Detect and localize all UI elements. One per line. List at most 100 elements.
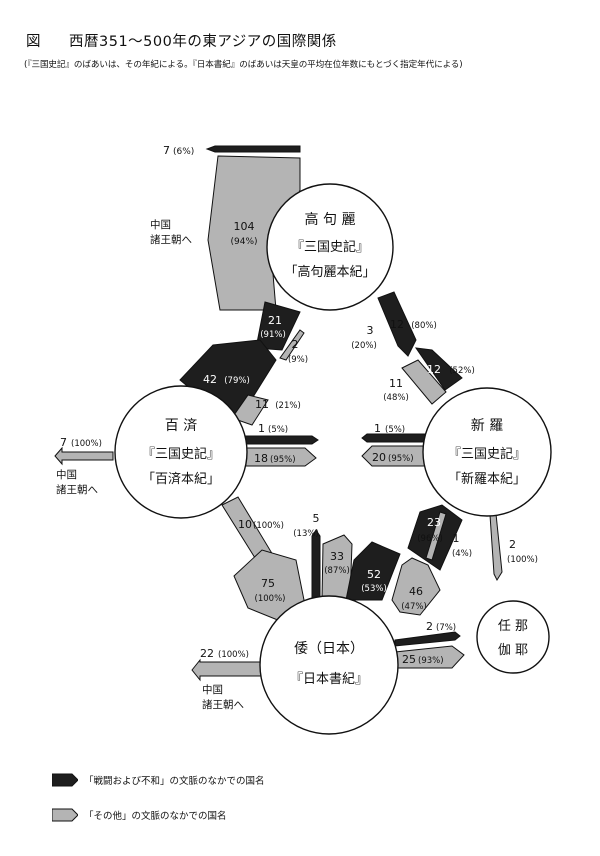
node-goguryeo-line2: 「高句麗本紀」 [284, 264, 375, 280]
flow-silla-wa-other [425, 511, 447, 561]
flow-baek-silla-other-value: 18 [254, 452, 268, 465]
legend-other-swatch [52, 808, 78, 822]
flow-gog-china-war [205, 145, 301, 153]
flow-baek-gog-other-value: 11 [255, 398, 269, 411]
flow-silla-baek-other-pct: (95%) [388, 454, 414, 464]
node-wa-name: 倭（日本） [294, 641, 364, 657]
flow-silla-mimana-other [489, 513, 503, 582]
node-baekje-name: 百 済 [165, 418, 197, 434]
flow-silla-wa-other-pct: (4%) [452, 549, 472, 559]
flow-gog-baek-other [279, 329, 305, 361]
flow-silla-gog-war [414, 347, 463, 391]
node-wa-line1: 『日本書紀』 [290, 672, 368, 687]
figure-note: (『三国史記』のばあいは、その年紀による。『日本書紀』のばあいは天皇の平均在位年… [24, 60, 463, 70]
flow-gog-baek-other-value: 2 [292, 338, 299, 351]
china-label-wa-line2: 諸王朝へ [202, 698, 244, 711]
legend-war-swatch [52, 773, 78, 787]
flow-baek-wa-other-value: 10 [238, 518, 252, 531]
legend-other-label: 「その他」の文脈のなかでの国名 [84, 811, 227, 822]
node-silla-name: 新 羅 [471, 418, 503, 434]
node-goguryeo-line1: 『三国史記』 [291, 239, 369, 255]
node-baekje-circle [114, 385, 248, 519]
flow-baek-silla-war-pct: (5%) [268, 425, 288, 435]
china-label-gog-line2: 諸王朝へ [150, 233, 192, 246]
flow-wa-silla-war-pct: (53%) [361, 584, 387, 594]
flow-silla-gog-other-pct: (48%) [383, 393, 409, 403]
flow-gog-silla-war-pct: (80%) [411, 321, 437, 331]
flow-baek-china-other-pct: (100%) [71, 439, 102, 449]
flow-gog-china-other [207, 155, 301, 311]
flow-silla-baek-other-value: 20 [372, 451, 386, 464]
china-label-baek-line1: 中国 [56, 468, 77, 481]
flow-gog-silla-other-pct: (20%) [351, 341, 377, 351]
legend-other: 「その他」の文脈のなかでの国名 [52, 808, 227, 822]
flow-wa-china-other [191, 658, 263, 682]
flow-silla-wa-war-pct: (96%) [417, 534, 443, 544]
flow-wa-silla-other-pct: (47%) [401, 602, 427, 612]
flow-gog-baek-war [255, 301, 301, 351]
node-mimana-line2: 伽 耶 [498, 643, 528, 658]
flow-silla-mimana-other-value: 2 [509, 538, 516, 551]
node-baekje-line1: 『三国史記』 [142, 446, 220, 462]
figure-title: 図 西暦351～500年の東アジアの国際関係 [26, 30, 337, 51]
flow-wa-mimana-other-value: 25 [402, 653, 416, 666]
node-silla-line2: 「新羅本紀」 [448, 471, 526, 487]
flow-gog-baek-other-pct: (9%) [288, 355, 308, 365]
flow-silla-mimana-other-pct: (100%) [507, 555, 538, 565]
node-wa-circle [259, 595, 399, 735]
flow-silla-baek-war [361, 433, 426, 443]
china-label-gog-line1: 中国 [150, 218, 171, 231]
flow-gog-baek-war-pct: (91%) [260, 330, 286, 340]
flow-wa-baek-other2-pct: (100%) [255, 594, 286, 604]
flow-baek-china-other [54, 446, 114, 466]
flow-silla-gog-war-pct: (52%) [449, 366, 475, 376]
china-label-baek-line2: 諸王朝へ [56, 483, 98, 496]
flow-baek-china-other-value: 7 [60, 436, 67, 449]
flow-wa-baek-war-pct: (13%) [293, 529, 319, 539]
flow-wa-silla-other [391, 557, 441, 616]
flow-baek-gog-other-pct: (21%) [275, 401, 301, 411]
flow-gog-china-other-value: 104 [234, 220, 255, 233]
flow-gog-china-war-pct: (6%) [173, 147, 194, 157]
figure-title-prefix: 図 [26, 34, 41, 50]
flow-baek-wa-other-pct: (100%) [253, 521, 284, 531]
china-label-wa-line1: 中国 [202, 683, 223, 696]
node-silla-line1: 『三国史記』 [448, 446, 526, 462]
flow-wa-baek-other-value: 33 [330, 550, 344, 563]
flow-wa-baek-other-pct: (87%) [324, 566, 350, 576]
flow-wa-baek-other [321, 534, 353, 601]
flow-wa-silla-war [345, 541, 401, 601]
flow-wa-mimana-war-value: 2 [426, 620, 433, 633]
node-silla-circle [422, 387, 552, 517]
node-goguryeo-name: 高 句 麗 [305, 211, 356, 228]
flow-silla-wa-war-value: 23 [427, 516, 441, 529]
flow-wa-baek-war [311, 529, 321, 601]
flow-baek-gog-other [231, 394, 269, 426]
flow-wa-china-other-value: 22 [200, 647, 214, 660]
flow-silla-gog-other-value: 11 [389, 377, 403, 390]
legend-war: 「戦闘および不和」の文脈のなかでの国名 [52, 773, 265, 787]
flow-baek-gog-war-pct: (79%) [224, 376, 250, 386]
flow-silla-baek-war-value: 1 [374, 422, 381, 435]
flow-wa-silla-war-value: 52 [367, 568, 381, 581]
flow-gog-silla-other-value: 3 [367, 324, 374, 337]
flow-baek-gog-war-value: 42 [203, 373, 217, 386]
node-goguryeo-circle [266, 183, 394, 311]
node-mimana-circle [476, 600, 550, 674]
flow-wa-baek-war-value: 5 [313, 512, 320, 525]
legend-war-label: 「戦闘および不和」の文脈のなかでの国名 [84, 776, 265, 787]
flow-gog-baek-war-value: 21 [268, 314, 282, 327]
flow-gog-china-war-value: 7 [163, 144, 170, 157]
flow-gog-silla-war-value: 12 [390, 318, 404, 331]
flow-wa-mimana-war-pct: (7%) [436, 623, 456, 633]
flow-silla-wa-other-value: 1 [453, 532, 460, 545]
figure-title-text: 西暦351～500年の東アジアの国際関係 [69, 34, 337, 50]
node-baekje-line2: 「百済本紀」 [142, 471, 220, 487]
flow-wa-baek-other2-value: 75 [261, 577, 275, 590]
flow-silla-gog-war-value: 12 [427, 363, 441, 376]
flow-wa-china-other-pct: (100%) [218, 650, 249, 660]
flow-silla-baek-war-pct: (5%) [385, 425, 405, 435]
flow-baek-silla-war-value: 1 [258, 422, 265, 435]
flow-wa-mimana-war [394, 631, 461, 647]
